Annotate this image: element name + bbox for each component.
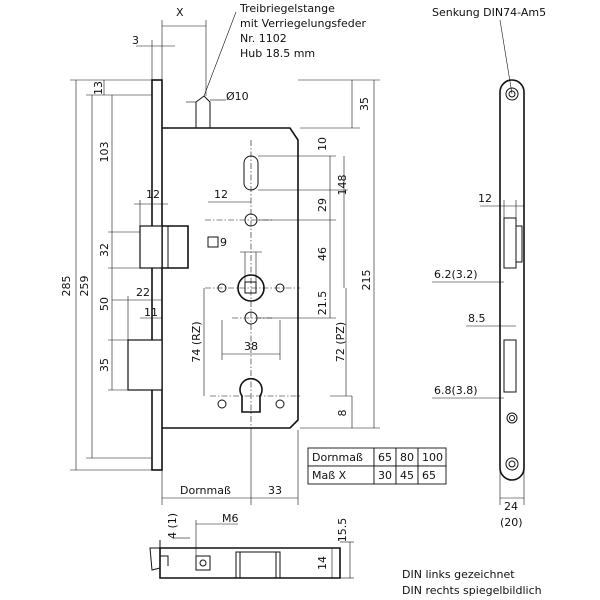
dim-side-6-2: 6.2(3.2) <box>434 268 478 281</box>
cylinder-housing-bottom <box>235 551 281 579</box>
dim-38: 38 <box>244 340 258 353</box>
dim-22: 22 <box>136 286 150 299</box>
cylinder-cutout <box>239 377 263 413</box>
label-x: X <box>176 6 184 19</box>
latch-bolt <box>139 225 163 269</box>
din-note-line2: DIN rechts spiegelbildlich <box>402 584 542 597</box>
label-phi10: Ø10 <box>226 90 249 103</box>
dim-32: 32 <box>98 243 111 257</box>
rod-note-line1: Treibriegelstange <box>239 2 335 15</box>
dim-148: 148 <box>336 175 349 196</box>
rod-note-line3: Nr. 1102 <box>240 32 287 45</box>
dim-side-12: 12 <box>478 192 492 205</box>
dim-35-top: 35 <box>358 97 371 111</box>
dim-33: 33 <box>268 484 282 497</box>
countersink-top <box>505 87 519 101</box>
dim-285: 285 <box>60 276 73 297</box>
dim-74-rz: 74 (RZ) <box>190 321 203 362</box>
dim-side-24: 24 <box>504 500 518 513</box>
square-9-icon <box>207 236 219 248</box>
dim-bottom-14: 14 <box>316 556 329 570</box>
din-note-line1: DIN links gezeichnet <box>402 568 515 581</box>
dim-103: 103 <box>98 142 111 163</box>
dim-21-5: 21.5 <box>316 291 329 316</box>
dim-13: 13 <box>92 81 105 95</box>
table-header-0: Dornmaß <box>312 451 363 464</box>
table-header-2: 80 <box>400 451 414 464</box>
table-cell-1: 30 <box>378 469 392 482</box>
rod-notch <box>195 95 211 128</box>
slot-hole <box>243 155 259 191</box>
rod-note-line2: mit Verriegelungsfeder <box>240 17 367 30</box>
bolt-window-side <box>503 339 517 393</box>
dim-side-6-8: 6.8(3.8) <box>434 384 478 397</box>
table-header-3: 100 <box>422 451 443 464</box>
dornmass-table: Dornmaß 65 80 100 Maß X 30 45 65 <box>307 447 447 485</box>
dim-side-20: (20) <box>500 516 523 529</box>
dim-8: 8 <box>336 410 349 417</box>
dim-50: 50 <box>98 297 111 311</box>
dim-215: 215 <box>360 270 373 291</box>
dim-72-pz: 72 (PZ) <box>334 322 347 362</box>
label-senkung: Senkung DIN74-Am5 <box>432 6 546 19</box>
table-cell-2: 45 <box>400 469 414 482</box>
dim-bottom-4: 4 (1) <box>166 513 179 539</box>
dim-259: 259 <box>78 276 91 297</box>
dim-12-follower: 12 <box>214 188 228 201</box>
label-square-9: 9 <box>220 236 227 249</box>
lock-case <box>162 127 299 429</box>
label-m6: M6 <box>222 512 239 525</box>
table-cell-3: 65 <box>422 469 436 482</box>
latch-window-side <box>503 217 517 269</box>
countersink-bottom <box>505 457 519 471</box>
dim-bottom-15-5: 15.5 <box>336 518 349 543</box>
dim-11: 11 <box>144 306 158 319</box>
dim-10: 10 <box>316 137 329 151</box>
dim-35-left: 35 <box>98 358 111 372</box>
table-cell-0: Maß X <box>312 469 347 482</box>
dim-46: 46 <box>316 247 329 261</box>
dim-dornmass: Dornmaß <box>180 484 231 497</box>
dead-bolt <box>127 339 163 391</box>
faceplate-side-view <box>499 79 525 481</box>
dim-side-8-5: 8.5 <box>468 312 486 325</box>
table-header-1: 65 <box>378 451 392 464</box>
dim-29: 29 <box>316 198 329 212</box>
dim-3: 3 <box>132 34 139 47</box>
dim-12-latch: 12 <box>146 188 160 201</box>
rod-note-line4: Hub 18.5 mm <box>240 47 315 60</box>
faceplate <box>151 79 163 471</box>
